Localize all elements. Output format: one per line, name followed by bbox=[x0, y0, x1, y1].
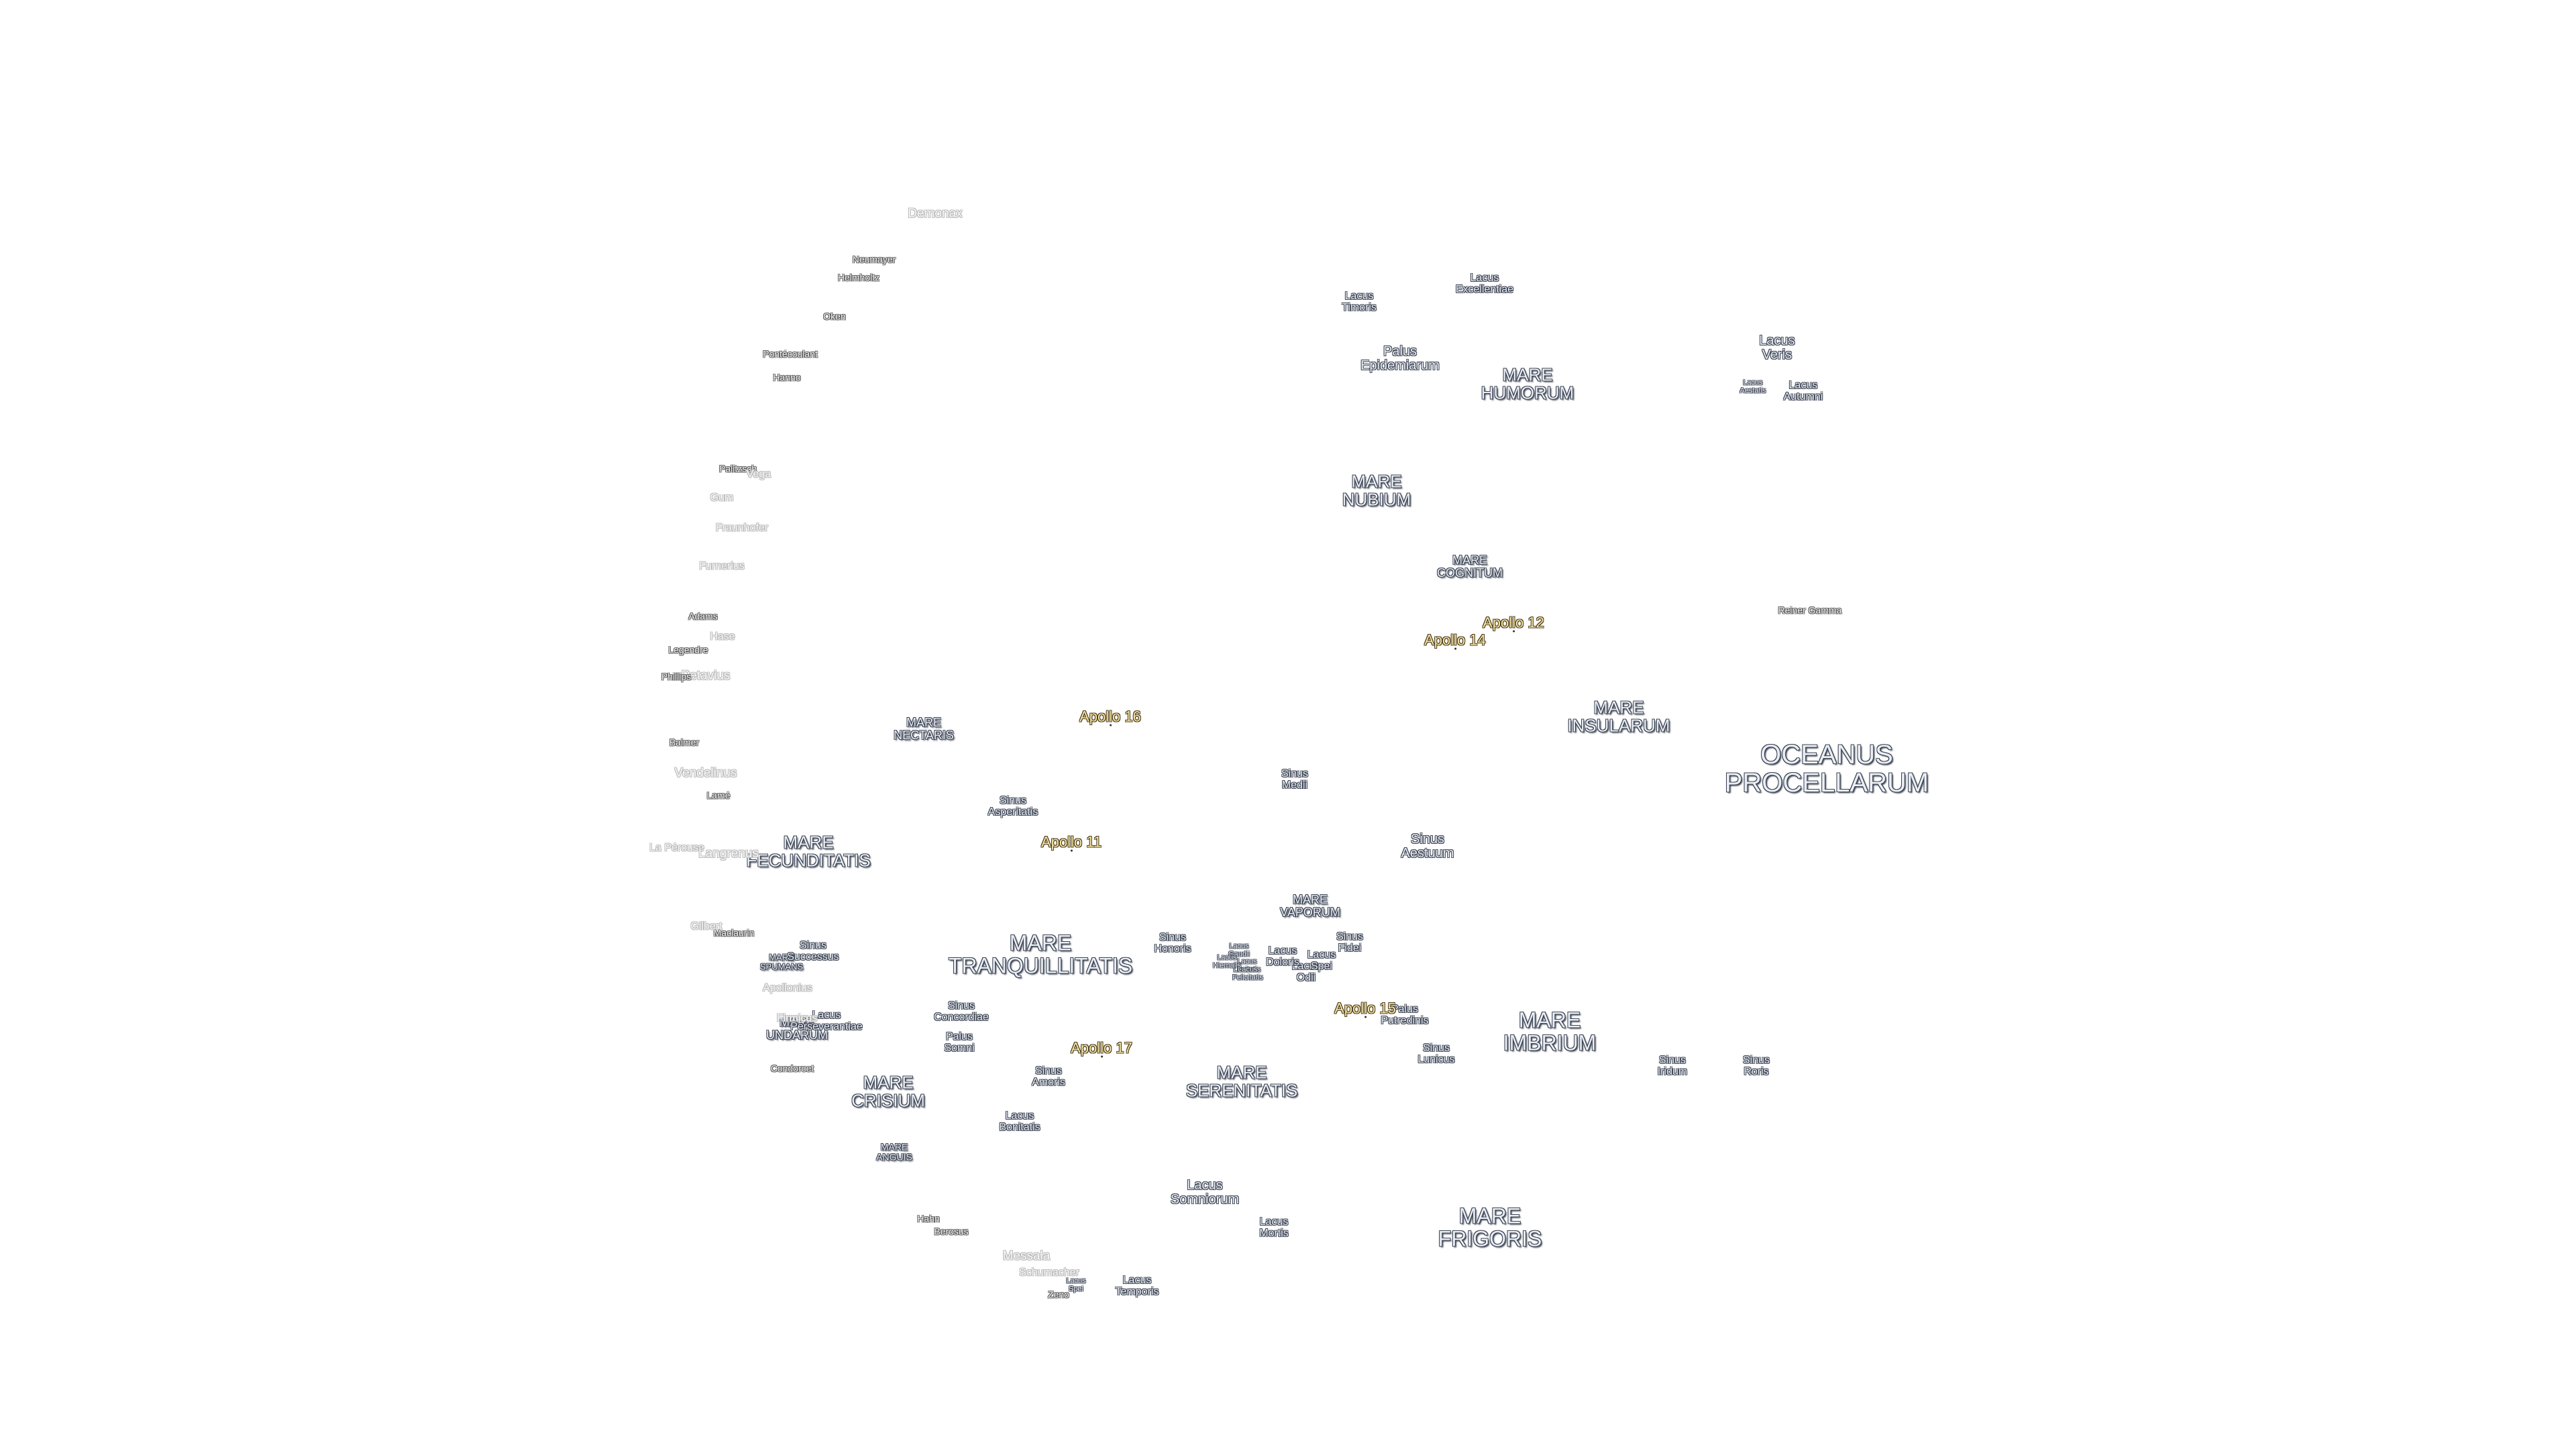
lacus-label[interactable]: Lacus Temporis bbox=[1115, 1275, 1159, 1297]
lacus-label[interactable]: Lacus Mortis bbox=[1259, 1216, 1289, 1239]
lacus-label[interactable]: Lacus Hiemalis bbox=[1212, 953, 1242, 969]
mare-label[interactable]: MARE SERENITATIS bbox=[1185, 1062, 1298, 1101]
crater-label[interactable]: Furnerius bbox=[699, 560, 745, 572]
crater-label[interactable]: Apollonius bbox=[763, 982, 812, 994]
mare-label[interactable]: MARE IMBRIUM bbox=[1503, 1008, 1597, 1055]
crater-label[interactable]: Hase bbox=[710, 631, 735, 643]
crater-label[interactable]: Gum bbox=[710, 492, 734, 504]
crater-label[interactable]: Hahn bbox=[917, 1213, 940, 1224]
crater-label[interactable]: Balmer bbox=[669, 737, 700, 748]
crater-label[interactable]: Adams bbox=[688, 610, 718, 622]
crater-label[interactable]: Phillips bbox=[661, 671, 692, 682]
crater-label[interactable]: Legendre bbox=[668, 644, 708, 655]
lacus-label[interactable]: Lacus Somniorum bbox=[1170, 1178, 1240, 1207]
mare-label[interactable]: MARE ANGUIS bbox=[876, 1141, 912, 1162]
mare-label[interactable]: MARE COGNITUM bbox=[1437, 553, 1503, 580]
crater-label[interactable]: La Pérouse bbox=[649, 842, 704, 854]
lacus-label[interactable]: Lacus Aestatis bbox=[1739, 378, 1766, 394]
lacus-label[interactable]: Palus Putredinis bbox=[1381, 1004, 1429, 1026]
lacus-label[interactable]: Sinus Asperitatis bbox=[987, 795, 1038, 818]
lacus-label[interactable]: Lacus Felicitatis bbox=[1232, 965, 1263, 981]
mare-label[interactable]: MARE FECUNDITATIS bbox=[746, 832, 871, 871]
lacus-label[interactable]: Lacus Bonitatis bbox=[999, 1110, 1040, 1133]
lacus-label[interactable]: Lacus Spei bbox=[1307, 949, 1336, 972]
lacus-label[interactable]: Sinus Iridum bbox=[1657, 1055, 1688, 1077]
crater-label[interactable]: Vega bbox=[746, 468, 771, 480]
crater-label[interactable]: Oken bbox=[823, 311, 846, 322]
lacus-label[interactable]: Palus Epidemiarum bbox=[1360, 344, 1440, 373]
crater-label[interactable]: Maclaurin bbox=[713, 927, 755, 938]
lacus-label[interactable]: Sinus Aestuum bbox=[1401, 832, 1454, 861]
lacus-label[interactable]: Sinus Concordiae bbox=[934, 1000, 989, 1023]
lacus-label[interactable]: Lacus Doloris bbox=[1266, 945, 1299, 968]
mare-label[interactable]: MARE NUBIUM bbox=[1342, 471, 1411, 510]
lacus-label[interactable]: Lacus Lenitatis bbox=[1233, 957, 1261, 973]
mare-label[interactable]: MARE TRANQUILLITATIS bbox=[948, 930, 1133, 977]
crater-label[interactable]: Lamé bbox=[706, 790, 731, 801]
crater-label[interactable]: Schumacher bbox=[1019, 1267, 1079, 1279]
lacus-label[interactable]: Sinus Honoris bbox=[1154, 932, 1191, 955]
mare-label[interactable]: MARE UNDARUM bbox=[766, 1016, 828, 1042]
lacus-label[interactable]: Lacus Autumni bbox=[1783, 380, 1823, 402]
crater-label[interactable]: Zeno bbox=[1048, 1289, 1069, 1300]
crater-label[interactable]: Neumayer bbox=[852, 254, 896, 265]
mare-label[interactable]: OCEANUS PROCELLARUM bbox=[1724, 740, 1929, 798]
crater-label[interactable]: Hanno bbox=[773, 372, 801, 383]
crater-label[interactable]: Condorcet bbox=[770, 1063, 814, 1074]
crater-label[interactable]: Reiner Gamma bbox=[1778, 604, 1842, 616]
lacus-label[interactable]: Lacus Excellentiae bbox=[1455, 272, 1514, 295]
apollo-landing-site-label[interactable]: Apollo 11 bbox=[1040, 833, 1102, 852]
lacus-label[interactable]: Lacus Veris bbox=[1759, 333, 1795, 362]
lacus-label[interactable]: Lacus Timoris bbox=[1342, 290, 1377, 313]
crater-label[interactable]: Langrenus bbox=[698, 847, 759, 861]
crater-label[interactable]: Petavius bbox=[681, 669, 731, 684]
crater-label[interactable]: Fraunhofer bbox=[715, 522, 769, 534]
lacus-label[interactable]: Sinus Successus bbox=[787, 940, 839, 963]
crater-label[interactable]: Messala bbox=[1002, 1249, 1051, 1264]
crater-label[interactable]: Palitzsch bbox=[718, 463, 757, 474]
apollo-landing-site-label[interactable]: Apollo 16 bbox=[1079, 708, 1141, 727]
apollo-landing-site-label[interactable]: Apollo 14 bbox=[1424, 631, 1486, 650]
crater-label[interactable]: Pontécoulant bbox=[763, 348, 818, 360]
mare-label[interactable]: MARE CRISIUM bbox=[851, 1072, 925, 1111]
lacus-label[interactable]: Lacus Perseverantiae bbox=[790, 1010, 863, 1032]
lacus-label[interactable]: Lacus Odii bbox=[1291, 961, 1321, 983]
crater-label[interactable]: Firmicus bbox=[776, 1012, 818, 1024]
lacus-label[interactable]: Sinus Amoris bbox=[1032, 1065, 1065, 1088]
mare-label[interactable]: MARE INSULARUM bbox=[1567, 697, 1670, 736]
lacus-label[interactable]: Sinus Medii bbox=[1281, 768, 1309, 791]
mare-label[interactable]: MARE VAPORUM bbox=[1280, 893, 1340, 919]
apollo-landing-site-label[interactable]: Apollo 12 bbox=[1483, 614, 1544, 633]
crater-label[interactable]: Gilbert bbox=[690, 920, 722, 932]
mare-label[interactable]: MARE NECTARIS bbox=[894, 716, 954, 742]
lacus-label[interactable]: Sinus Fidei bbox=[1336, 931, 1364, 954]
crater-label[interactable]: Demonax bbox=[908, 207, 963, 221]
mare-label[interactable]: MARE HUMORUM bbox=[1481, 364, 1574, 403]
mare-label[interactable]: MARE SPUMANS bbox=[759, 952, 804, 971]
lacus-label[interactable]: Lacus Spei bbox=[1066, 1277, 1086, 1293]
apollo-landing-site-label[interactable]: Apollo 17 bbox=[1071, 1039, 1132, 1058]
crater-label[interactable]: Berosus bbox=[934, 1226, 969, 1237]
apollo-landing-site-label[interactable]: Apollo 15 bbox=[1334, 1000, 1396, 1018]
lacus-label[interactable]: Sinus Lunicus bbox=[1417, 1042, 1455, 1065]
lacus-label[interactable]: Sinus Roris bbox=[1742, 1055, 1770, 1077]
crater-label[interactable]: Vendelinus bbox=[674, 766, 737, 781]
lacus-label[interactable]: Palus Somni bbox=[944, 1031, 975, 1054]
mare-label[interactable]: MARE FRIGORIS bbox=[1438, 1203, 1542, 1250]
lacus-label[interactable]: Lacus Gaudii bbox=[1228, 942, 1250, 958]
crater-label[interactable]: Helmholtz bbox=[837, 272, 880, 283]
